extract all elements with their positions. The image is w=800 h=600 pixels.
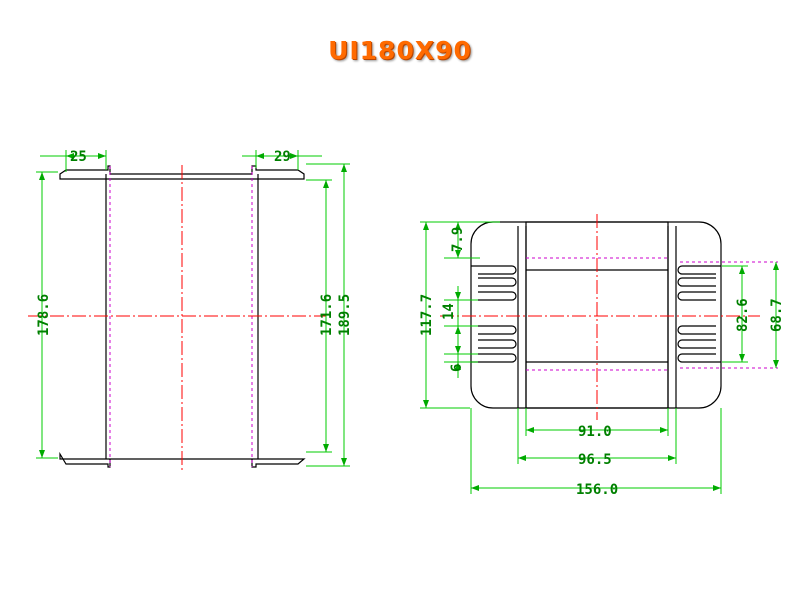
dim-flange-inner-height-label: 171.6 xyxy=(319,294,335,336)
dim-outer-width-label: 96.5 xyxy=(578,452,612,468)
dim-overall-height-label: 189.5 xyxy=(337,294,353,336)
dim-window-height xyxy=(722,265,748,363)
dim-right-tab-label: 29 xyxy=(274,149,291,165)
left-comb-slots xyxy=(471,265,517,363)
dim-slot-pitch xyxy=(444,286,478,340)
dim-inner-height xyxy=(36,171,58,459)
dim-window-width-label: 91.0 xyxy=(578,424,612,440)
dim-front-overall-height xyxy=(420,221,470,409)
dim-outer-width xyxy=(517,408,677,464)
dim-front-overall-height-label: 117.7 xyxy=(419,294,435,336)
front-view: 7.9 117.7 14 6 xyxy=(419,214,785,498)
dim-window-height-label: 82.6 xyxy=(735,298,751,332)
dim-flange-inner-height xyxy=(306,179,332,453)
dim-overall-height xyxy=(306,163,350,467)
dim-slot-pitch-label: 14 xyxy=(441,303,457,320)
dim-left-tab xyxy=(40,150,107,172)
dim-inner-height-label: 178.6 xyxy=(36,294,52,336)
right-comb-slots xyxy=(677,265,721,363)
front-outer-outline xyxy=(470,221,722,409)
dim-front-overall-width-label: 156.0 xyxy=(576,482,618,498)
dim-slot-width-label: 6 xyxy=(449,364,465,372)
diagram-title: UI180X90 xyxy=(328,36,472,65)
dim-outer-window-height-label: 68.7 xyxy=(769,298,785,332)
dim-outer-window-height xyxy=(773,262,779,368)
side-view: 25 29 178.6 171.6 xyxy=(28,149,353,470)
dim-right-tab xyxy=(242,150,322,170)
dim-front-overall-width xyxy=(470,408,722,494)
dim-slot-width xyxy=(444,340,478,378)
dim-left-tab-label: 25 xyxy=(70,149,87,165)
dim-window-width xyxy=(525,408,669,436)
dim-top-offset-label: 7.9 xyxy=(450,227,466,252)
